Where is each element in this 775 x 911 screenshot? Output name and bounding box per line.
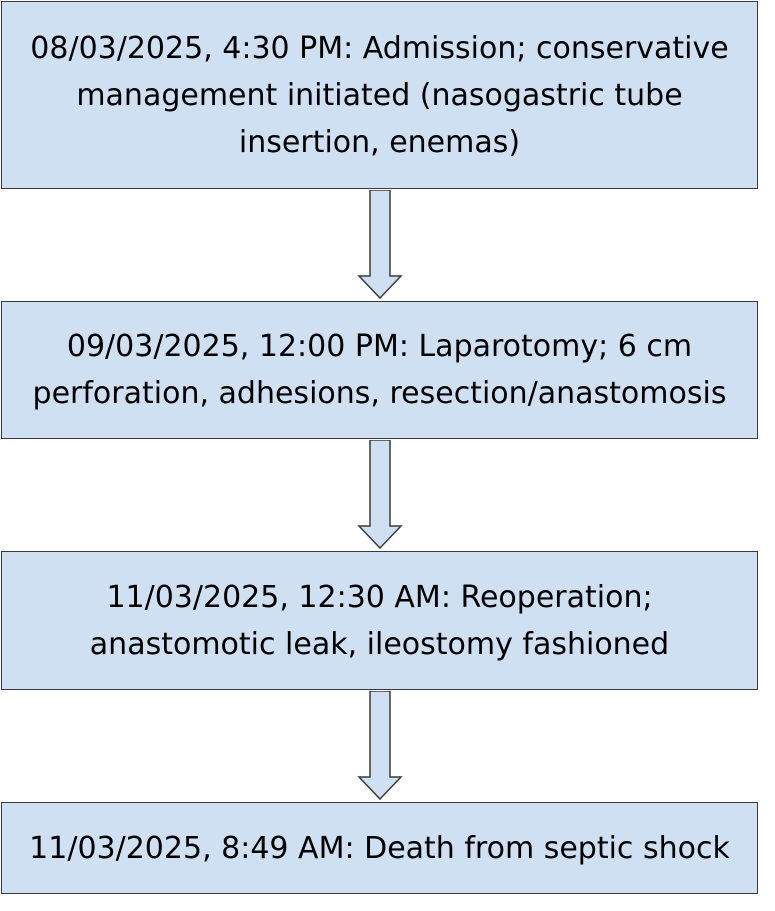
step-laparotomy-box: 09/03/2025, 12:00 PM: Laparotomy; 6 cm p…: [1, 301, 758, 439]
step-death-text: 11/03/2025, 8:49 AM: Death from septic s…: [29, 830, 730, 866]
step-death-box: 11/03/2025, 8:49 AM: Death from septic s…: [1, 802, 758, 894]
step-reoperation-box: 11/03/2025, 12:30 AM: Reoperation; anast…: [1, 551, 758, 690]
down-arrow-icon: [357, 190, 403, 300]
down-arrow-icon: [357, 691, 403, 801]
step-admission-box: 08/03/2025, 4:30 PM: Admission; conserva…: [1, 1, 758, 189]
down-arrow-icon: [357, 440, 403, 550]
step-laparotomy-text: 09/03/2025, 12:00 PM: Laparotomy; 6 cm p…: [32, 329, 727, 411]
step-admission-text: 08/03/2025, 4:30 PM: Admission; conserva…: [30, 30, 729, 160]
step-reoperation-text: 11/03/2025, 12:30 AM: Reoperation; anast…: [89, 579, 670, 662]
